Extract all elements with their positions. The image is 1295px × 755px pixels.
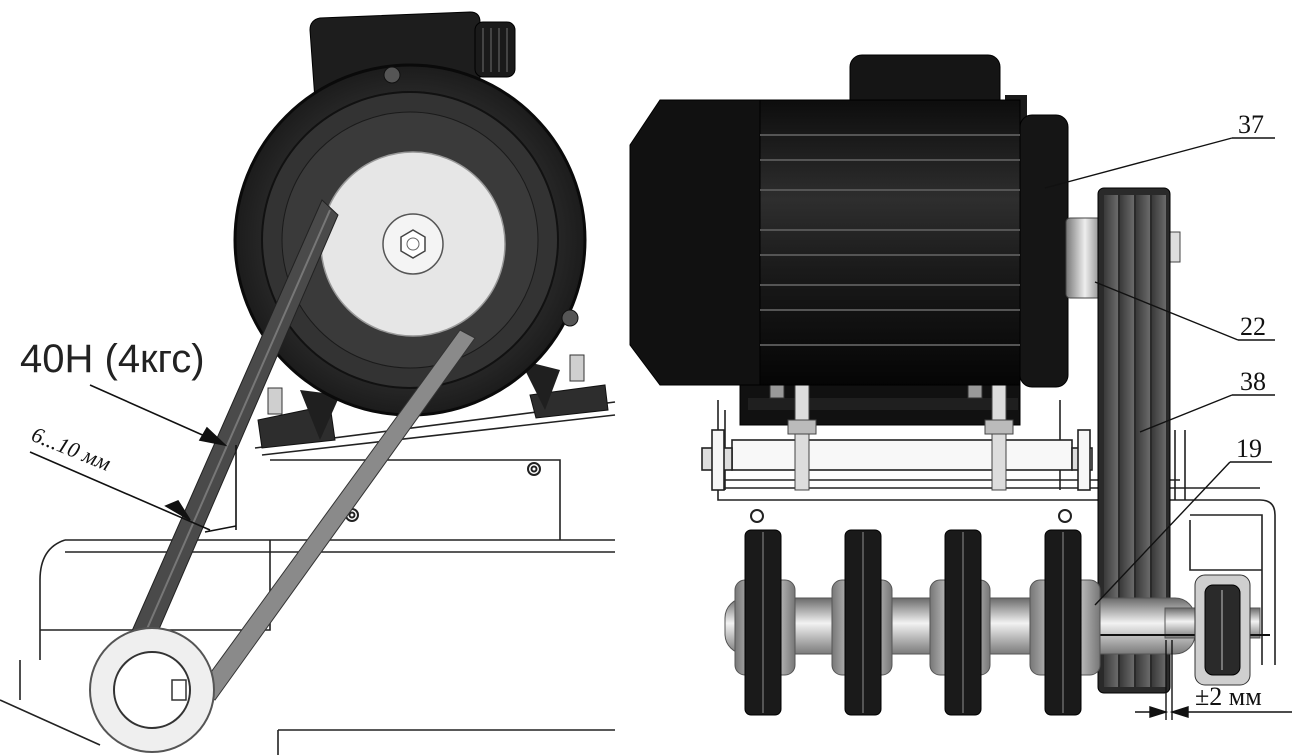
deflection-indicator: [29, 384, 237, 533]
motor-body: [629, 54, 1069, 388]
right-view: 37 22 38 19 ±2 мм: [629, 54, 1292, 720]
mounting-bracket: [701, 429, 1093, 491]
callout-37: 37: [1238, 110, 1264, 139]
drive-belts: [1097, 187, 1171, 694]
wheel-3: [929, 529, 991, 716]
force-label: 40Н (4кгс): [20, 337, 205, 381]
callout-22: 22: [1240, 312, 1266, 341]
bearing-roller: [1194, 574, 1251, 686]
deflection-label: 6...10 мм: [28, 421, 114, 475]
wheel-4: [1029, 529, 1101, 716]
shaft-wheels: [734, 529, 1101, 716]
drive-shaft: [724, 597, 1270, 655]
wheel-2: [831, 529, 893, 716]
frame-bolts-right: [750, 506, 1130, 523]
motor-pulley: [320, 151, 506, 337]
callout-19: 19: [1236, 434, 1262, 463]
left-view: 40Н (4кгс) 6...10 мм: [0, 11, 616, 755]
belt: [127, 199, 476, 701]
alignment-label: ±2 мм: [1195, 682, 1262, 711]
callout-38: 38: [1240, 367, 1266, 396]
driven-pulley: [89, 627, 215, 753]
callout-leaders: [1044, 137, 1275, 606]
alignment-dimension: [1135, 640, 1292, 720]
wheel-1: [734, 529, 796, 716]
motor-feet: [257, 354, 609, 449]
